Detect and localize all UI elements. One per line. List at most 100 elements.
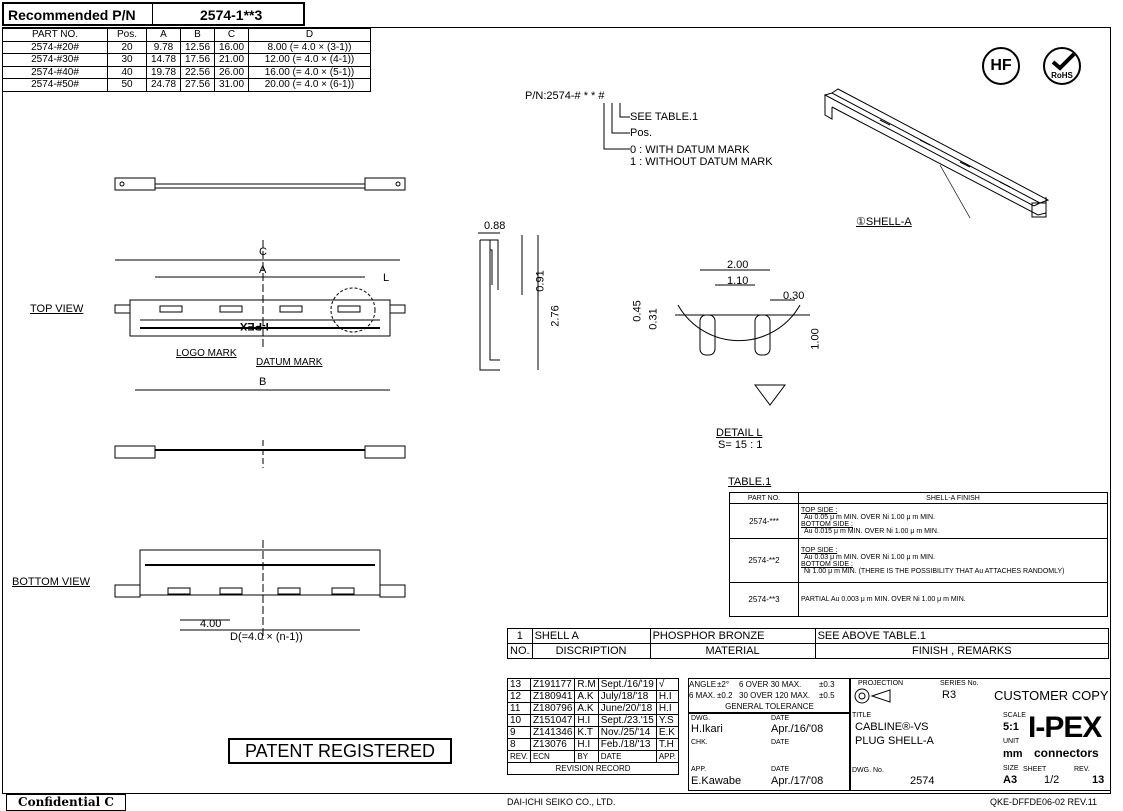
size-value: A3 <box>1003 774 1018 786</box>
cell: 11 <box>507 702 531 715</box>
dim-276-label: 2.76 <box>549 305 562 327</box>
table-header-row: PART NO. Pos. A B C D <box>2 28 371 42</box>
detail-l-title: DETAIL L <box>716 427 763 439</box>
col-header: FINISH , REMARKS <box>814 643 1110 659</box>
dwg-date: Apr./16/'08 <box>771 723 824 735</box>
dim-100-label: 1.00 <box>809 328 822 350</box>
part-side-drawing <box>114 440 406 468</box>
dim-200-label: 2.00 <box>727 259 749 271</box>
tol-range-2: 6 MAX. <box>689 691 716 700</box>
cell: 26.00 <box>214 65 249 79</box>
cell: 2574-**2 <box>729 538 799 583</box>
hf-badge: HF <box>982 47 1020 85</box>
cell: 12 <box>507 690 531 703</box>
cell: 40 <box>107 65 147 79</box>
cell: Z180796 <box>529 702 576 715</box>
finish-line: BOTTOM SIDE : <box>801 560 853 568</box>
col-header: PART NO. <box>2 28 108 42</box>
rev-label: REV. <box>1074 766 1090 773</box>
chk-date-label: DATE <box>771 739 790 746</box>
dim-b-label: B <box>259 376 267 388</box>
finish-line: Au 0.03 μ m MIN. OVER Ni 1.00 μ m MIN. <box>804 553 935 561</box>
cell: 20 <box>107 40 147 54</box>
hf-badge-text: HF <box>990 57 1012 74</box>
scale-label: SCALE <box>1003 712 1026 719</box>
dim-030-label: 0.30 <box>783 290 805 302</box>
cell: 21.00 <box>214 53 249 67</box>
detail-l-scale: S= 15 : 1 <box>718 439 763 451</box>
tol-angle: ANGLE <box>689 680 717 689</box>
cell: Nov./25/'14 <box>597 726 657 739</box>
cell: √ <box>655 678 680 691</box>
pn-code-label: P/N:2574-# * * # <box>525 90 605 102</box>
col-header: B <box>180 28 215 42</box>
cell: 20.00 (= 4.0 × (6-1)) <box>248 78 371 92</box>
size-label: SIZE <box>1003 765 1019 772</box>
col-header: D <box>248 28 371 42</box>
confidential-box: Confidential C <box>6 794 126 811</box>
cell: H.I <box>574 714 599 727</box>
ipex-logo-text: I-PEX <box>1028 711 1102 744</box>
cell: 17.56 <box>180 53 215 67</box>
pn-option-0: 0 : WITH DATUM MARK <box>630 144 750 156</box>
cell: 8.00 (= 4.0 × (3-1)) <box>248 40 371 54</box>
cell: 50 <box>107 78 147 92</box>
title-line-1: CABLINE®-VS <box>855 721 929 733</box>
rohs-badge-text: RoHS <box>1051 71 1073 80</box>
patent-text: PATENT REGISTERED <box>244 741 436 761</box>
projection-label: PROJECTION <box>858 680 904 687</box>
pn-pos: Pos. <box>630 127 653 139</box>
dim-400-label: 4.00 <box>200 618 222 630</box>
cell: H.I <box>655 702 680 715</box>
col-header: MATERIAL <box>649 643 816 659</box>
col-header: A <box>146 28 181 42</box>
col-header: DATE <box>597 750 657 763</box>
table-row: 2574-**2 TOP SIDE : Au 0.03 μ m MIN. OVE… <box>729 538 1108 583</box>
col-header: APP. <box>655 750 680 763</box>
recommended-header: Recommended P/N 2574-1**3 <box>2 2 305 26</box>
col-header: DISCRIPTION <box>531 643 651 659</box>
col-header: PART NO. <box>729 492 799 504</box>
finish-line: TOP SIDE : <box>801 546 838 554</box>
pn-option-1: 1 : WITHOUT DATUM MARK <box>630 156 773 168</box>
cell: 2574-#20# <box>2 40 108 54</box>
tol-angle-value: ±2° <box>717 680 730 689</box>
top-view-label: TOP VIEW <box>30 303 84 315</box>
cell: 19.78 <box>146 65 181 79</box>
shell-a-label: ①SHELL-A <box>856 216 912 228</box>
col-header: Pos. <box>107 28 147 42</box>
finish-line: Au 0.015 μ m MIN. OVER Ni 1.00 μ m MIN. <box>804 528 939 535</box>
cell: 31.00 <box>214 78 249 92</box>
title-line-2: PLUG SHELL-A <box>855 735 934 747</box>
part-top-drawing <box>114 177 406 191</box>
cell: 12.56 <box>180 40 215 54</box>
title-label: TITLE <box>852 712 872 719</box>
sheet-label: SHEET <box>1023 766 1047 773</box>
col-header: REV. <box>507 750 531 763</box>
cell: A.K <box>574 690 599 703</box>
side-section-drawing <box>478 232 539 371</box>
table1-title: TABLE.1 <box>728 476 772 488</box>
col-header: NO. <box>507 643 533 659</box>
cell: SEE ABOVE TABLE.1 <box>814 628 1110 644</box>
dwg-no-label: DWG. No. <box>852 767 884 774</box>
cell: 2574-#40# <box>2 65 108 79</box>
cell: Z141346 <box>529 726 576 739</box>
cell: 2574-**3 <box>729 582 799 617</box>
cell: Z13076 <box>529 738 576 751</box>
ipex-logo-subtext: connectors <box>1034 746 1099 760</box>
tol-range-1-value: ±0.3 <box>819 680 835 689</box>
cell: Z180941 <box>529 690 576 703</box>
tol-range-3: 30 OVER 120 MAX. <box>739 691 811 700</box>
projection-symbol-icon <box>854 688 891 704</box>
chk-label: CHK. <box>691 739 708 746</box>
app-label: APP. <box>691 766 707 773</box>
shell-isometric-drawing <box>823 88 1050 219</box>
dim-088-label: 0.88 <box>484 220 506 232</box>
table-row: 2574-*** TOP SIDE : Au 0.05 μ m MIN. OVE… <box>729 503 1108 539</box>
